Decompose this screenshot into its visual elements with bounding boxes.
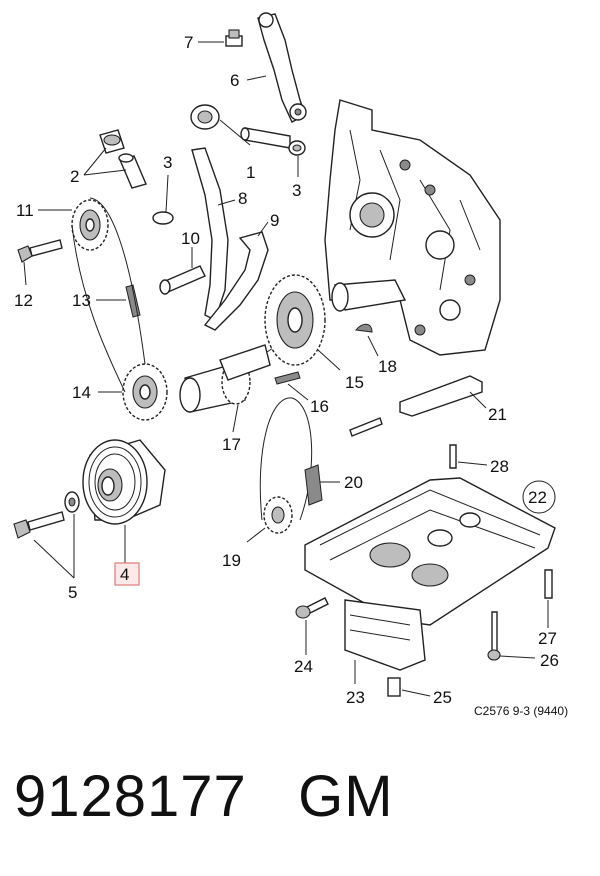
callout-23: 23 (346, 688, 365, 707)
tensioner-arm-6 (257, 12, 307, 123)
bolt-27 (544, 569, 553, 599)
reference-code: C2576 9-3 (9440) (474, 704, 568, 718)
callout-19: 19 (222, 551, 241, 570)
callout-8: 8 (238, 189, 247, 208)
callout-3-right: 3 (292, 181, 301, 200)
callout-13: 13 (72, 291, 91, 310)
bolt-25 (387, 677, 401, 697)
callout-15: 15 (345, 373, 364, 392)
callout-24: 24 (294, 657, 313, 676)
bolt-21 (349, 417, 383, 437)
callout-1: 1 (246, 163, 255, 182)
oil-pump-chain (259, 397, 323, 534)
callout-21: 21 (488, 405, 507, 424)
tensioner-rail-9 (203, 231, 269, 331)
sprocket-11 (71, 199, 109, 251)
chain-links-16 (274, 371, 301, 385)
bolt-12 (17, 239, 63, 263)
callout-22: 22 (528, 488, 547, 507)
highlight-box-4 (114, 562, 140, 586)
sprocket-14 (122, 363, 168, 421)
bolt-head-26 (487, 649, 501, 661)
callout-12: 12 (14, 291, 33, 310)
bolt-26 (491, 611, 498, 653)
exploded-parts-diagram: 1 2 3 3 4 5 6 7 8 9 10 11 12 13 14 15 16… (13, 12, 568, 718)
callout-10: 10 (181, 229, 200, 248)
leader-lines (23, 41, 549, 697)
engine-block (324, 99, 501, 356)
guide-pin-1 (190, 104, 306, 156)
callout-6: 6 (230, 71, 239, 90)
callout-28: 28 (490, 457, 509, 476)
callout-22-circle (522, 480, 556, 514)
bushes-2 (99, 129, 147, 189)
callout-3-left: 3 (163, 153, 172, 172)
callout-5: 5 (68, 583, 77, 602)
key-18 (355, 323, 373, 333)
callout-18: 18 (378, 357, 397, 376)
callout-11: 11 (16, 201, 34, 220)
guide-21 (399, 375, 483, 417)
bolt-7 (225, 29, 243, 47)
callout-16: 16 (310, 397, 329, 416)
bolt-28 (449, 444, 457, 469)
callout-14: 14 (72, 383, 91, 402)
callout-20: 20 (344, 473, 363, 492)
callout-9: 9 (270, 211, 279, 230)
callout-27: 27 (538, 629, 557, 648)
oil-pump-assembly (304, 477, 556, 671)
callout-labels: 1 2 3 3 4 5 6 7 8 9 10 11 12 13 14 15 16… (14, 33, 559, 707)
bolt-washer-5 (13, 491, 80, 539)
callout-17: 17 (222, 435, 241, 454)
callout-4: 4 (120, 565, 129, 584)
callout-7: 7 (184, 33, 193, 52)
crank-sprocket-15 (264, 274, 326, 366)
callout-2: 2 (70, 167, 79, 186)
part-number-line: 9128177 GM (14, 764, 394, 829)
crank-pulley-4 (82, 439, 166, 525)
bolt-head-24 (295, 605, 311, 619)
pin-10 (159, 265, 206, 295)
callout-25: 25 (433, 688, 452, 707)
callout-26: 26 (540, 651, 559, 670)
washer-3 (152, 211, 174, 225)
sprocket-17 (179, 344, 271, 413)
